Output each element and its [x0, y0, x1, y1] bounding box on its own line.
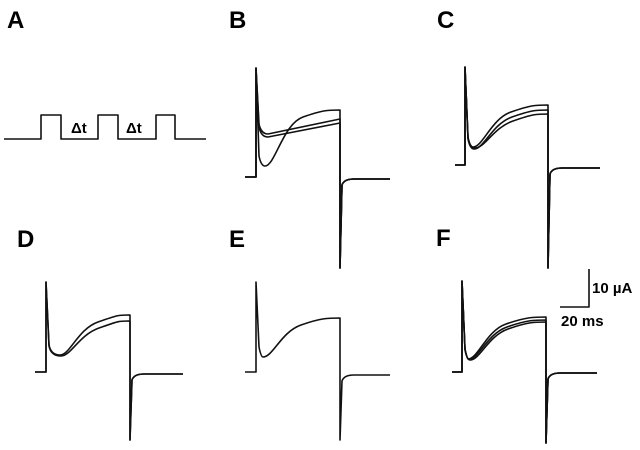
current-trace-d: [35, 281, 183, 441]
delta-t-label: Δt: [71, 120, 87, 137]
current-trace-b: [245, 67, 390, 269]
panel-label-d: D: [17, 226, 34, 253]
current-trace-f: [452, 280, 597, 444]
delta-t-label: Δt: [126, 120, 142, 137]
scale-bar-time-label: 20 ms: [561, 313, 604, 330]
voltage-protocol-trace: [4, 114, 206, 140]
current-trace-f: [452, 280, 597, 444]
scale-bar-current-label: 10 µA: [592, 280, 632, 297]
current-trace-f: [452, 280, 597, 444]
panel-label-a: A: [7, 7, 24, 34]
current-trace-c: [455, 66, 600, 269]
panel-label-f: F: [436, 225, 451, 252]
panel-label-b: B: [229, 7, 246, 34]
panel-label-e: E: [229, 226, 245, 253]
current-trace-b: [245, 67, 390, 269]
current-trace-d: [35, 281, 183, 441]
current-trace-b: [245, 67, 390, 269]
panel-label-c: C: [437, 7, 454, 34]
current-trace-e: [245, 281, 390, 441]
scale-bar: [560, 269, 590, 308]
